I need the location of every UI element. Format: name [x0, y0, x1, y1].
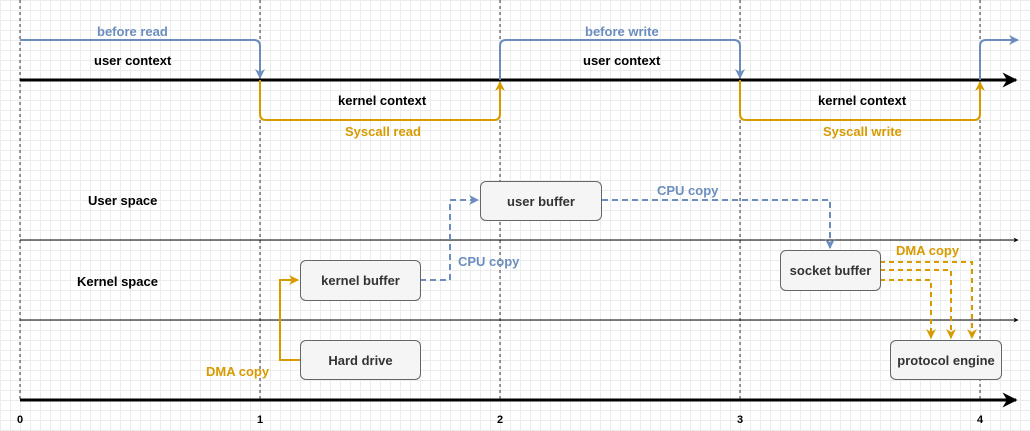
axis-tick-1: 1	[257, 414, 264, 426]
before-write-flow	[499, 39, 745, 80]
kernel-buffer-box: kernel buffer	[300, 260, 421, 301]
syscall-read-label: Syscall read	[345, 124, 421, 139]
kernel-context-label-1: kernel context	[338, 93, 427, 108]
syscall-write-label: Syscall write	[823, 124, 902, 139]
dma-copy-read-arrow	[279, 275, 300, 361]
kernel-space-label: Kernel space	[77, 274, 158, 289]
user-space-label: User space	[88, 193, 158, 208]
syscall-write-flow	[739, 80, 985, 121]
user-context-label-2: user context	[583, 53, 661, 68]
dma-copy-write-arrows	[880, 261, 977, 339]
cpu-copy-write-arrow	[602, 199, 835, 249]
user-buffer-box: user buffer	[480, 181, 602, 221]
cpu-copy-label-write: CPU copy	[657, 183, 719, 198]
before-read-label: before read	[97, 24, 168, 39]
user-context-label-1: user context	[94, 53, 172, 68]
after-write-flow	[979, 35, 1019, 80]
axis-tick-4: 4	[977, 414, 984, 426]
dma-copy-label-read: DMA copy	[206, 364, 270, 379]
before-read-flow	[20, 39, 265, 79]
socket-buffer-box: socket buffer	[780, 250, 881, 291]
hard-drive-box: Hard drive	[300, 340, 421, 380]
axis-tick-0: 0	[17, 414, 24, 426]
cpu-copy-read-arrow	[420, 195, 479, 281]
kernel-context-label-2: kernel context	[818, 93, 907, 108]
before-write-label: before write	[585, 24, 659, 39]
protocol-engine-box: protocol engine	[890, 340, 1002, 380]
cpu-copy-label-read: CPU copy	[458, 254, 520, 269]
axis-tick-2: 2	[497, 414, 504, 426]
dma-copy-label-write: DMA copy	[896, 243, 960, 258]
axis-tick-3: 3	[737, 414, 744, 426]
syscall-read-flow	[259, 80, 505, 121]
